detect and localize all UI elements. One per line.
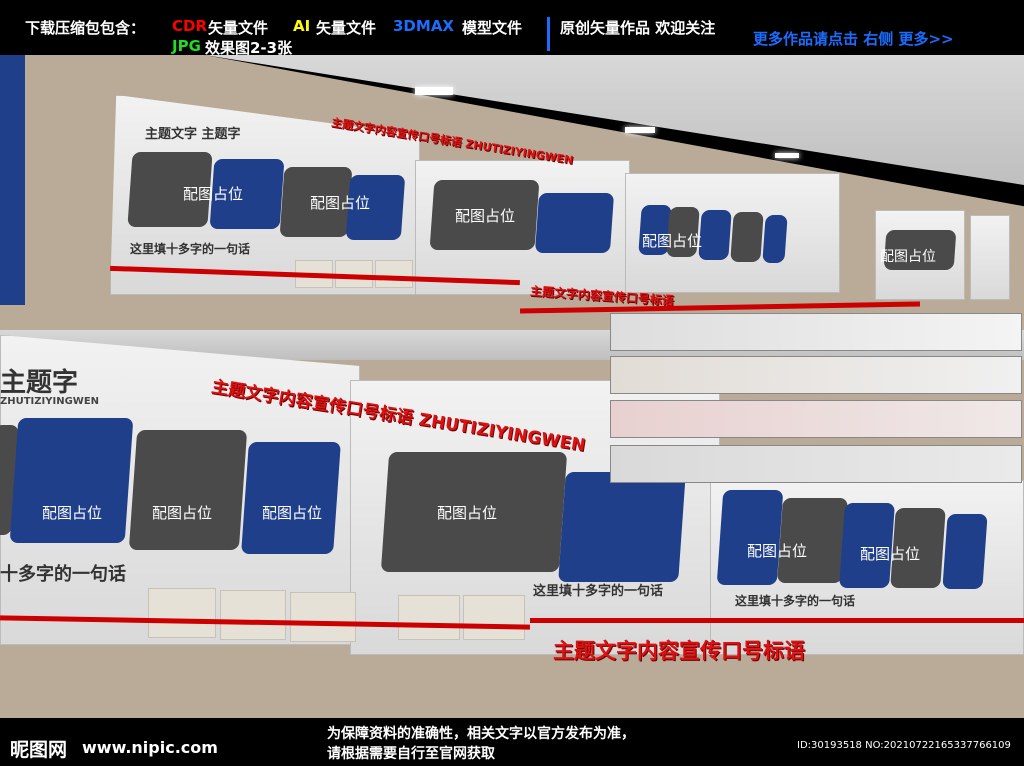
placeholder-label: 配图占位 [152,504,213,522]
thumbnail-4 [610,445,1022,483]
wall-title: 主题文字 主题字 [145,127,241,142]
image-id: ID:30193518 NO:20210722165337766109 [797,740,1011,751]
package-label: 下载压缩包包含： [25,19,146,37]
blue-image-placeholder [762,215,788,263]
wall-sentence: 这里填十多字的一句话 [735,594,856,608]
placeholder-label: 配图占位 [183,185,244,203]
notice-line-1: 为保障资料的准确性，相关文字以官方发布为准， [327,726,635,742]
cream-panel [220,590,286,640]
wall-title-large: 主题字 [0,368,79,398]
dark-image-placeholder [128,430,248,550]
max-label: 3DMAX [393,17,454,35]
blue-image-placeholder [534,193,615,253]
cdr-label: CDR [172,17,208,35]
wall-red-slogan-large: 主题文字内容宣传口号标语 [553,639,805,663]
dark-image-placeholder [730,212,764,262]
placeholder-label: 配图占位 [642,232,703,250]
max-suffix: 模型文件 [462,19,523,37]
placeholder-label: 配图占位 [860,545,921,563]
blue-image-placeholder [942,514,988,589]
placeholder-label: 配图占位 [455,207,516,225]
notice-line-2: 请根据需要自行至官网获取 [327,746,495,762]
placeholder-label: 配图占位 [747,542,808,560]
thumbnail-1 [610,313,1022,351]
placeholder-label: 配图占位 [262,504,323,522]
wall-sentence-large: 十多字的一句话 [0,564,126,585]
ai-label: AI [293,17,311,35]
render-top: 主题文字 主题字 主题文字内容宣传口号标语 ZHUTIZIYINGWEN 配图占… [0,55,1024,330]
cream-panel [148,588,216,638]
original-text: 原创矢量作品 欢迎关注 [560,19,716,37]
wall-pinyin: ZHUTIZIYINGWEN [0,396,100,407]
more-link[interactable]: 更多作品请点击 右侧 更多>> [753,30,954,48]
blue-image-placeholder [698,210,732,260]
thumbnail-3 [610,400,1022,438]
header-banner: 下载压缩包包含： CDR 矢量文件 AI 矢量文件 3DMAX 模型文件 JPG… [0,0,1024,57]
cdr-suffix: 矢量文件 [208,19,269,37]
placeholder-label: 配图占位 [880,249,936,265]
blue-image-placeholder [9,418,134,543]
cream-panel [375,260,413,288]
cream-panel [398,595,460,640]
placeholder-label: 配图占位 [437,504,498,522]
blue-image-placeholder [716,490,784,585]
thumbnail-2 [610,356,1022,394]
blue-image-placeholder [558,472,686,582]
footer-banner: 昵图网 www.nipic.com 为保障资料的准确性，相关文字以官方发布为准，… [0,718,1024,766]
jpg-suffix: 效果图2-3张 [205,39,293,57]
divider [547,17,550,51]
cream-panel [290,592,356,642]
nipic-logo: 昵图网 [10,739,68,761]
nipic-url[interactable]: www.nipic.com [82,738,218,757]
ai-suffix: 矢量文件 [316,19,377,37]
wall-sentence: 这里填十多字的一句话 [130,242,251,256]
placeholder-label: 配图占位 [42,504,103,522]
blue-image-placeholder [241,442,341,554]
jpg-label: JPG [172,37,201,55]
cream-panel [463,595,525,640]
placeholder-label: 配图占位 [310,194,371,212]
wall-sentence: 这里填十多字的一句话 [533,584,664,599]
